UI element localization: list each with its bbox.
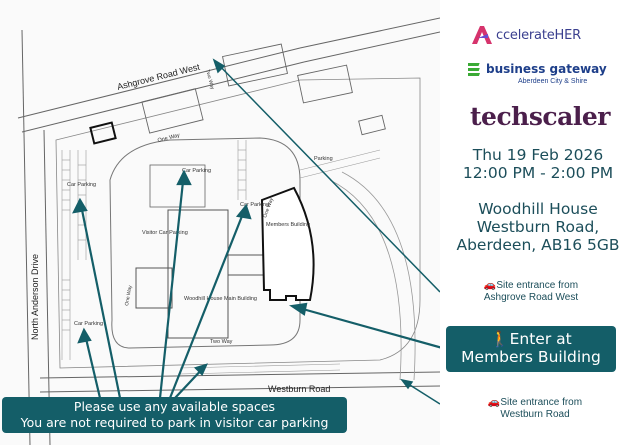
site-map-drawing: Ashgrove Road West Westburn Road North A…: [0, 0, 440, 445]
accelerate-her-logo: ccelerateHER: [470, 22, 600, 48]
parking-note-line-2: You are not required to park in visitor …: [20, 415, 329, 430]
business-gateway-stripes-icon: [468, 63, 480, 76]
enter-line-2: Members Building: [461, 348, 601, 366]
venue-line-2: Westburn Road,: [476, 218, 600, 236]
site-perimeter: [55, 77, 421, 369]
label-north-anderson: North Anderson Drive: [30, 254, 40, 340]
site-map: Ashgrove Road West Westburn Road North A…: [0, 0, 440, 445]
woodhill-main-building: [135, 164, 269, 339]
label-car-parking-left-text: Car Parking: [67, 182, 96, 188]
venue-line-1: Woodhill House: [478, 200, 598, 218]
label-one-way-top: One Way: [157, 133, 181, 144]
entrance-arrows: [212, 58, 440, 405]
small-building-bold: [89, 121, 117, 145]
north-anderson-drive: [21, 29, 51, 445]
label-car-parking-mid: Car Parking: [240, 202, 269, 208]
accelerate-text: ccelerateHER: [496, 28, 581, 43]
event-address: Woodhill House Westburn Road, Aberdeen, …: [448, 200, 628, 254]
enter-line-1: 🚶Enter at: [490, 330, 572, 348]
label-two-way-top: Two Way: [204, 69, 215, 91]
business-gateway-text: business gateway: [486, 62, 607, 76]
label-car-parking-lower-left-text: Car Parking: [74, 321, 103, 327]
label-one-way-left: One Way: [124, 284, 134, 306]
enter-members-building-callout: 🚶Enter at Members Building: [446, 326, 616, 372]
ashgrove-entrance-note: 🚗Site entrance from Ashgrove Road West: [466, 280, 596, 304]
enter-arrow: [288, 302, 440, 349]
label-two-way-bottom: Two Way: [210, 339, 233, 345]
westburn-entrance-note: 🚗Site entrance from Westburn Road: [470, 397, 600, 421]
parking-arrows: [72, 169, 252, 399]
accelerate-mark-icon: [472, 26, 492, 44]
parking-info-callout: Please use any available spaces You are …: [2, 397, 347, 433]
label-car-parking-center: Car Parking: [182, 168, 211, 174]
westburn-note-line-1: 🚗Site entrance from: [487, 397, 583, 408]
business-gateway-logo: business gateway Aberdeen City & Shire: [466, 62, 607, 90]
business-gateway-subtext: Aberdeen City & Shire: [518, 78, 588, 85]
accelerate-text-suffix: HER: [554, 27, 582, 43]
inner-ring-road: [109, 137, 301, 349]
accelerate-text-main: ccelerate: [496, 27, 555, 43]
westburn-note-line-2: Westburn Road: [500, 409, 570, 420]
westburn-road: [39, 371, 440, 393]
label-members-building: Members Building: [266, 222, 310, 228]
parking-bays: [61, 140, 381, 375]
techscaler-logo: techscaler: [470, 102, 610, 131]
label-car-parking-center-text: Car Parking: [182, 168, 211, 174]
label-car-parking-left: Car Parking: [67, 182, 96, 188]
members-building-outline: [260, 186, 315, 301]
ashgrove-note-line-2: Ashgrove Road West: [483, 292, 579, 303]
label-woodhill-main: Woodhill House Main Building: [184, 296, 257, 302]
label-visitor-parking: Visitor Car Parking: [142, 230, 188, 236]
label-parking-right: Parking: [314, 156, 333, 162]
venue-line-3: Aberdeen, AB16 5GB: [456, 236, 620, 254]
ashgrove-note-line-1: 🚗Site entrance from: [483, 280, 579, 291]
event-date: Thu 19 Feb 2026: [472, 146, 604, 164]
label-car-parking-mid-text: Car Parking: [240, 202, 269, 208]
map-background: [0, 0, 440, 445]
label-car-parking-lower-left: Car Parking: [74, 321, 103, 327]
parking-note-line-1: Please use any available spaces: [73, 399, 276, 414]
event-datetime: Thu 19 Feb 2026 12:00 PM - 2:00 PM: [448, 146, 628, 182]
event-time: 12:00 PM - 2:00 PM: [462, 164, 614, 182]
right-curve-lane: [329, 179, 402, 381]
label-westburn-road: Westburn Road: [268, 384, 330, 394]
